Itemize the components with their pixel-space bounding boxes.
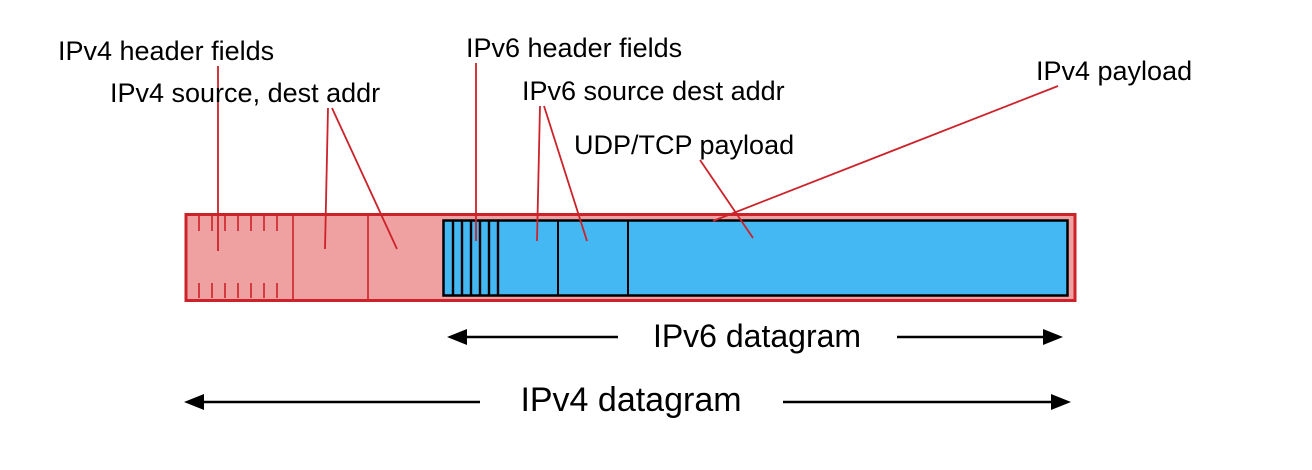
ipv4-datagram-span-arrow xyxy=(184,394,1071,410)
ipv6-datagram-label: IPv6 datagram xyxy=(652,318,862,354)
ipv6-datagram-bar xyxy=(442,219,1069,297)
ipv4-header-field-ticks xyxy=(198,216,278,298)
leader-ipv6-dest-addr xyxy=(543,105,588,242)
ipv4-source-dest-label: IPv4 source, dest addr xyxy=(110,78,381,108)
leader-ipv4-dest-addr xyxy=(331,107,398,250)
ipv4-datagram-label: IPv4 datagram xyxy=(520,381,742,419)
ipv4-payload-label: IPv4 payload xyxy=(1036,56,1193,86)
leader-ipv6-source-addr xyxy=(536,105,541,242)
leader-ipv4-payload xyxy=(712,85,1059,222)
arrowhead-left-icon xyxy=(447,329,467,345)
udp-tcp-payload-label: UDP/TCP payload xyxy=(574,130,795,160)
ipv4-addr-dividers xyxy=(292,216,369,299)
arrowhead-right-icon xyxy=(1051,394,1071,410)
leader-ipv4-source-addr xyxy=(324,107,329,250)
leader-udp-tcp-payload xyxy=(699,159,754,239)
leader-lines xyxy=(217,63,1059,251)
ipv6-datagram-span-arrow xyxy=(447,329,1063,345)
ipv4-header-fields-label: IPv4 header fields xyxy=(58,36,275,66)
ipv6-source-dest-label: IPv6 source dest addr xyxy=(522,76,785,106)
arrowhead-right-icon xyxy=(1043,329,1063,345)
ipv6-header-field-lines xyxy=(451,221,500,295)
arrowhead-left-icon xyxy=(184,394,204,410)
ipv6-addr-dividers xyxy=(557,221,629,295)
ipv6-header-fields-label: IPv6 header fields xyxy=(466,33,683,63)
